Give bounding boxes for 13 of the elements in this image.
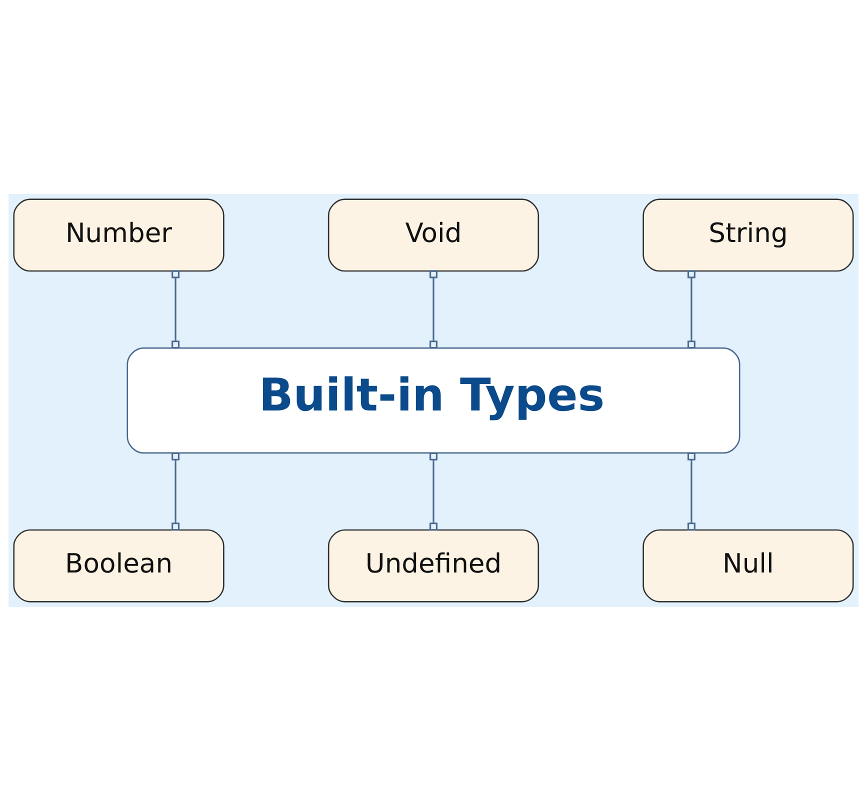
- node-box: Built-in Types: [126, 346, 740, 454]
- node-box: Null: [642, 528, 854, 602]
- connector: [430, 452, 438, 530]
- node-box: Void: [328, 198, 540, 272]
- connector: [172, 270, 180, 348]
- node-box: Boolean: [13, 528, 224, 602]
- connector: [430, 270, 438, 348]
- connector: [687, 452, 696, 530]
- connector: [687, 270, 696, 348]
- node-box: Number: [13, 198, 224, 272]
- node-box: String: [642, 198, 854, 272]
- node-box: Undefined: [328, 528, 540, 602]
- connector: [172, 452, 180, 530]
